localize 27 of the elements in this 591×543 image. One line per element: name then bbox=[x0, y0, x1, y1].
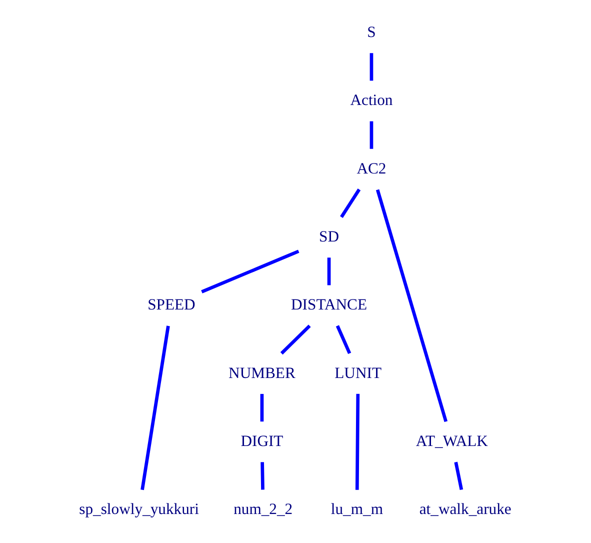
connector bbox=[454, 462, 464, 490]
node-text: sp_slowly_yukkuri bbox=[79, 501, 199, 518]
node-text: num_2_2 bbox=[234, 501, 293, 518]
connector bbox=[260, 462, 264, 490]
connector bbox=[370, 53, 374, 81]
node-text: DISTANCE bbox=[291, 296, 368, 314]
connector bbox=[140, 326, 170, 490]
connector bbox=[280, 324, 311, 355]
node-text: SD bbox=[319, 228, 340, 246]
connector bbox=[370, 121, 374, 149]
node-text: Action bbox=[350, 92, 393, 110]
node-text: AT_WALK bbox=[416, 433, 488, 450]
node-text: at_walk_aruke bbox=[419, 501, 512, 518]
connector bbox=[355, 394, 360, 490]
connector bbox=[340, 188, 361, 218]
node-text: AC2 bbox=[356, 160, 386, 178]
node-text: SPEED bbox=[148, 296, 196, 314]
node-text: lu_m_m bbox=[330, 501, 384, 518]
node-text: NUMBER bbox=[228, 364, 296, 382]
connector bbox=[260, 394, 264, 422]
connector bbox=[201, 250, 300, 294]
node-text: LUNIT bbox=[334, 364, 382, 382]
node-text: S bbox=[367, 24, 376, 42]
node-text: DIGIT bbox=[240, 433, 284, 450]
connector bbox=[327, 258, 331, 286]
connector bbox=[376, 189, 448, 422]
connector bbox=[336, 325, 352, 354]
